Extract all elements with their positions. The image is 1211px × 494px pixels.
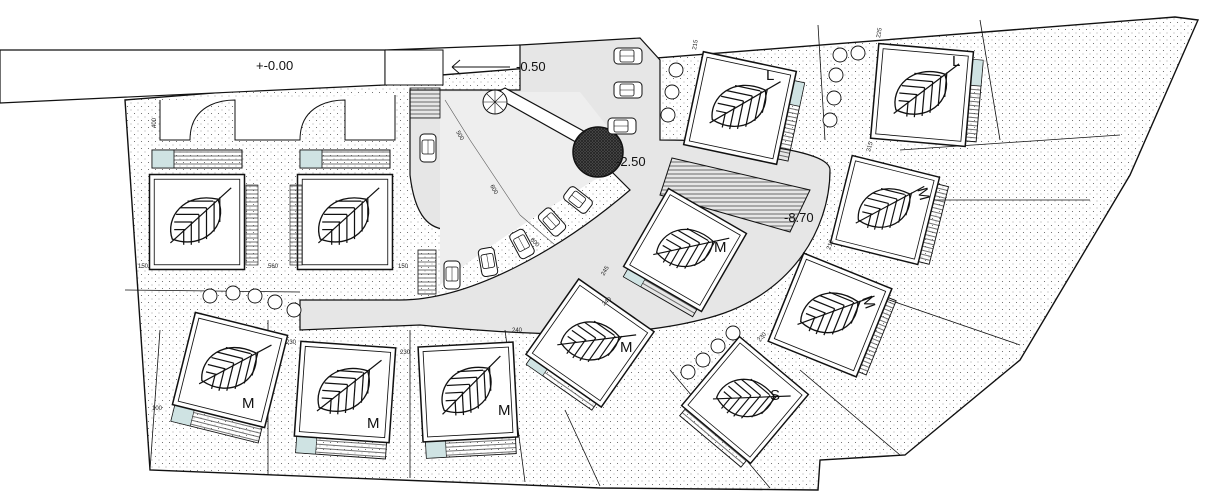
house-bottom-1 bbox=[170, 311, 289, 444]
entry-arrow-head bbox=[451, 59, 461, 75]
car-top-3 bbox=[607, 117, 637, 135]
entry-box bbox=[384, 49, 444, 86]
stair-house-2 bbox=[289, 184, 303, 266]
car-top-2 bbox=[613, 81, 643, 99]
house-bottom-1-type: M bbox=[242, 395, 255, 412]
dim-150-b: 150 bbox=[398, 264, 409, 270]
lift-shaft bbox=[572, 126, 624, 178]
house-right-2-type: M bbox=[858, 294, 878, 312]
dim-230-b: 230 bbox=[400, 350, 411, 356]
stair-c bbox=[659, 157, 811, 233]
house-right-1-type: M bbox=[913, 186, 933, 202]
dim-150-a: 150 bbox=[138, 264, 149, 270]
dim-212: 212 bbox=[826, 239, 835, 251]
house-small bbox=[679, 335, 810, 468]
dim-600-b: 600 bbox=[529, 237, 541, 249]
dim-500: 500 bbox=[454, 130, 465, 142]
dim-400: 400 bbox=[152, 117, 158, 128]
level-street: +-0.00 bbox=[256, 58, 293, 73]
spiral-stair-treads bbox=[483, 90, 507, 114]
house-bottom-2-type: M bbox=[367, 415, 380, 432]
dim-215-a: 215 bbox=[692, 39, 700, 51]
garden-walls bbox=[159, 95, 396, 141]
house-mid-2 bbox=[525, 278, 655, 411]
level-lower: -8.70 bbox=[784, 210, 814, 225]
house-top-2 bbox=[869, 42, 984, 148]
house-bottom-3-type: M bbox=[498, 402, 511, 419]
house-bottom-2 bbox=[293, 340, 397, 460]
street-edge bbox=[384, 44, 521, 51]
house-top-1 bbox=[682, 50, 806, 166]
dim-225: 225 bbox=[876, 27, 884, 39]
car-bottom-1 bbox=[443, 260, 461, 290]
dim-230-a: 230 bbox=[286, 340, 297, 346]
house-small-type: S bbox=[770, 387, 780, 404]
car-left bbox=[419, 133, 437, 163]
house-2 bbox=[296, 149, 394, 271]
dim-100: 100 bbox=[152, 406, 163, 412]
dim-230-c: 230 bbox=[757, 331, 768, 343]
dim-240-b: 240 bbox=[601, 296, 613, 307]
parking-dimensions bbox=[444, 99, 556, 246]
stair-house-1 bbox=[245, 184, 259, 266]
dim-240-a: 240 bbox=[512, 328, 523, 334]
stair-a bbox=[409, 87, 441, 119]
house-top-1-type: L bbox=[766, 67, 774, 84]
house-right-2 bbox=[767, 252, 897, 378]
stair-b bbox=[417, 249, 437, 295]
dim-245: 245 bbox=[601, 265, 612, 277]
dim-215-b: 215 bbox=[866, 141, 875, 153]
house-1 bbox=[148, 149, 246, 271]
house-mid-1-type: M bbox=[714, 239, 727, 256]
level-upper: -0.50 bbox=[516, 59, 546, 74]
dim-600-a: 600 bbox=[488, 184, 499, 196]
level-mid: -2.50 bbox=[616, 154, 646, 169]
dim-560: 560 bbox=[268, 264, 279, 270]
car-top-1 bbox=[613, 47, 643, 65]
house-bottom-3 bbox=[417, 341, 519, 459]
house-mid-1 bbox=[622, 187, 748, 318]
house-right-1 bbox=[829, 154, 950, 266]
house-mid-2-type: M bbox=[620, 339, 633, 356]
house-top-2-type: L bbox=[952, 53, 960, 70]
